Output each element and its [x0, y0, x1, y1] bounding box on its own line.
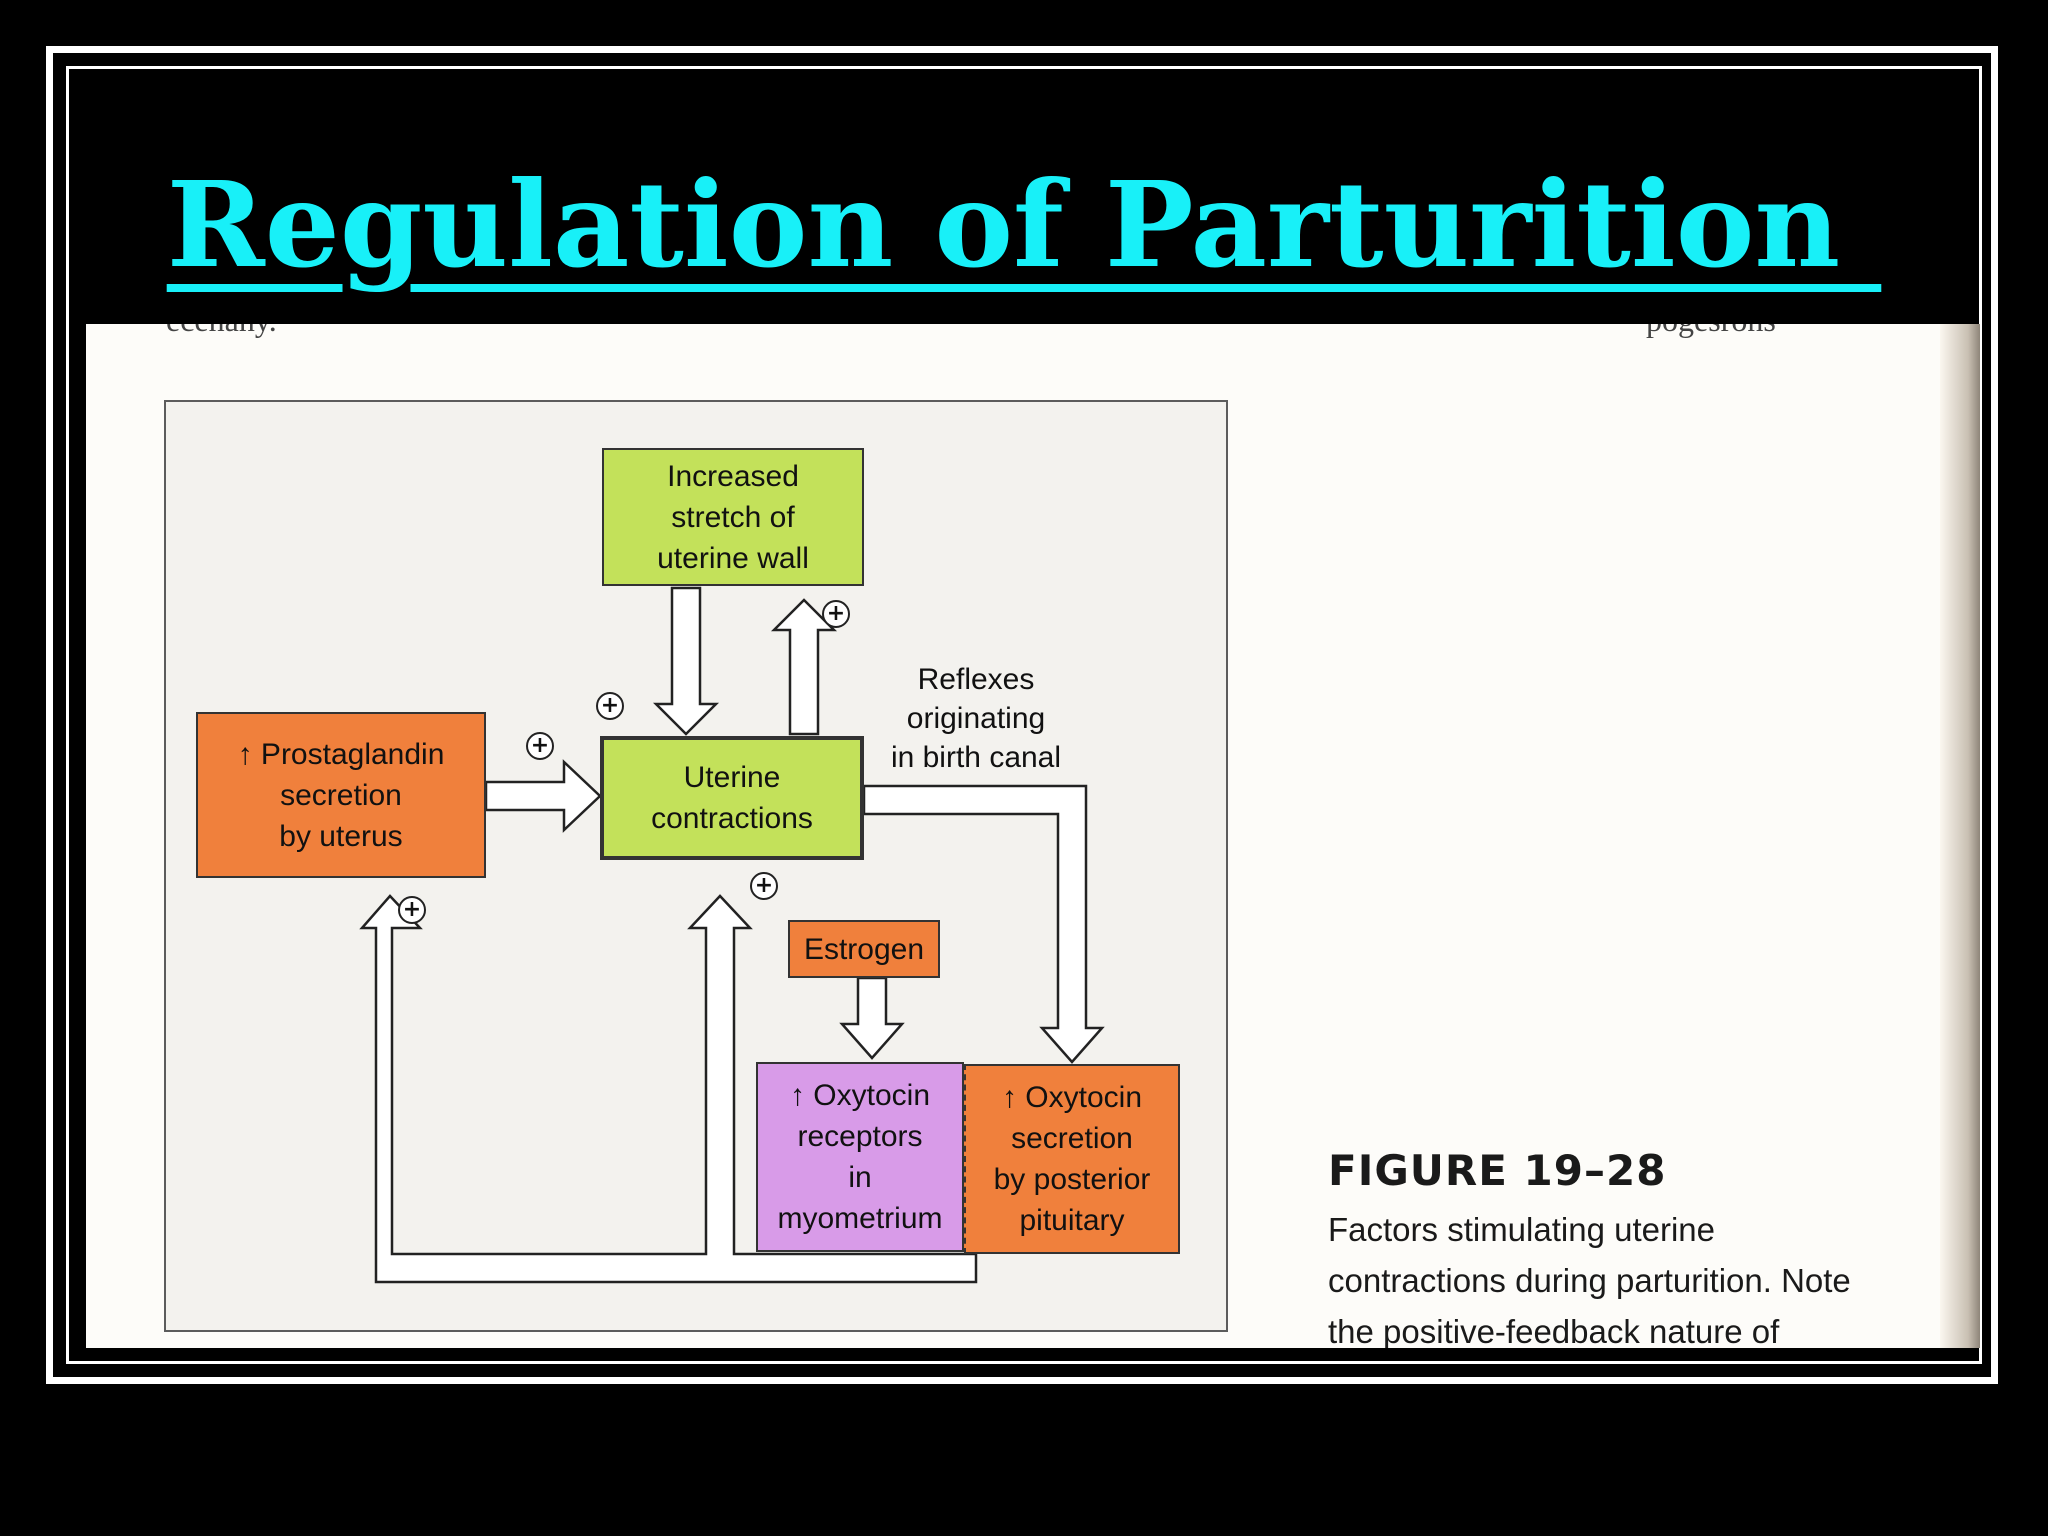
slide-frame-inner — [66, 66, 1982, 1364]
stretch-box: Increased stretch of uterine wall — [602, 448, 864, 586]
oxytocin-receptors-box: ↑ Oxytocin receptors in myometrium — [756, 1062, 964, 1252]
arrow-uterine-to-stretch — [770, 598, 838, 736]
reflexes-label: Reflexes originating in birth canal — [890, 663, 1062, 774]
plus-sign: + — [526, 732, 554, 760]
cutoff-text-left: ecenany. — [166, 324, 277, 339]
plus-sign: + — [398, 896, 426, 924]
figure-caption: Factors stimulating uterine contractions… — [1328, 1211, 1851, 1348]
arrow-stretch-to-uterine — [652, 586, 720, 736]
uterine-contractions-box: Uterine contractions — [600, 736, 864, 860]
prostaglandin-box: ↑ Prostaglandin secretion by uterus — [196, 712, 486, 878]
diagram-arrows — [359, 586, 1105, 1284]
arrow-estrogen-to-receptors — [839, 976, 905, 1060]
page-edge-shadow — [1940, 324, 1980, 1348]
textbook-scan: ecenany. pogesrons Increased stretch of … — [86, 324, 1980, 1348]
arrow-prostaglandin-to-uterine — [484, 759, 602, 833]
plus-sign: + — [596, 692, 624, 720]
cutoff-text-right: pogesrons — [1646, 324, 1776, 339]
plus-sign: + — [822, 600, 850, 628]
plus-sign: + — [750, 872, 778, 900]
arrow-feedback-loop — [359, 894, 978, 1284]
oxytocin-secretion-box: ↑ Oxytocin secretion by posterior pituit… — [964, 1064, 1180, 1254]
figure-number: FIGURE 19–28 — [1328, 1146, 1667, 1195]
slide-title: Regulation of Parturition — [166, 155, 1882, 294]
arrow-reflex-to-secretion — [862, 784, 1105, 1064]
estrogen-box: Estrogen — [788, 920, 940, 978]
slide-frame-outer — [46, 46, 1998, 1384]
